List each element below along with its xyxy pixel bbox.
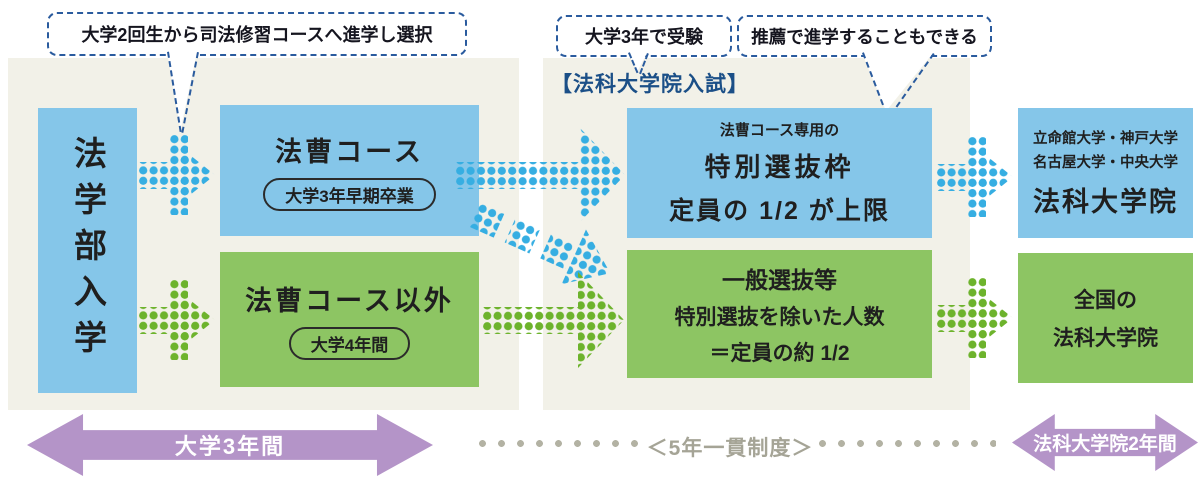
dot-arrow-law-course-to-general-icon (470, 202, 611, 285)
box-partner-line2: 名古屋大学・中央大学 (1033, 155, 1178, 171)
timeline-dotted-line-left (478, 439, 638, 448)
timeline-arrow-law-school: 法科大学院2年間 (1012, 414, 1198, 471)
box-partner-law-schools: 立命館大学・神戸大学 名古屋大学・中央大学 法科大学院 (1018, 108, 1193, 238)
box-other-course-title: 法曹コース以外 (245, 286, 454, 316)
box-special-selection: 法曹コース専用の 特別選抜枠 定員の 1/2 が上限 (627, 108, 932, 238)
timeline-arrow-university-label: 大学3年間 (174, 434, 286, 459)
box-national-line1: 全国の (1074, 289, 1137, 312)
box-law-course: 法曹コース 大学3年早期卒業 (220, 105, 479, 236)
timeline-arrow-university: 大学3年間 (27, 414, 433, 476)
box-law-faculty-entry: 法学部入学 (38, 108, 137, 393)
box-law-course-title: 法曹コース (275, 137, 424, 167)
box-partner-line3: 法科大学院 (1033, 187, 1178, 217)
box-national-line2: 法科大学院 (1053, 327, 1158, 350)
callout-course-selection: 大学2回生から司法修習コースへ進学し選択 (47, 12, 467, 56)
box-special-selection-line1: 法曹コース専用の (719, 122, 840, 139)
box-law-course-badge: 大学3年早期卒業 (263, 178, 436, 211)
box-other-course-badge: 大学4年間 (288, 327, 411, 360)
callout-recommendation-text: 推薦で進学することもできる (751, 26, 978, 47)
dot-arrow-general-to-national-icon (936, 278, 1013, 358)
dot-arrow-entry-to-other-course-icon (138, 280, 215, 360)
callout-course-selection-text: 大学2回生から司法修習コースへ進学し選択 (81, 25, 433, 45)
callout-recommendation: 推薦で進学することもできる (737, 15, 992, 57)
timeline-dotted-line-right (818, 439, 996, 448)
box-general-selection-line3: ＝定員の約 1/2 (709, 342, 850, 365)
callout-exam: 大学3年で受験 (556, 15, 732, 57)
dot-arrow-special-to-partner-icon (936, 137, 1013, 217)
dot-arrow-entry-to-law-course-icon (138, 135, 215, 215)
timeline-system-label: ＜5年一貫制度＞ (646, 437, 814, 460)
box-special-selection-line2: 特別選抜枠 (704, 152, 855, 182)
box-general-selection-line2: 特別選抜を除いた人数 (674, 306, 885, 329)
box-national-law-schools: 全国の 法科大学院 (1018, 253, 1193, 383)
box-other-course: 法曹コース以外 大学4年間 (220, 252, 479, 387)
box-partner-line1: 立命館大学・神戸大学 (1033, 131, 1178, 147)
timeline-arrow-law-school-label: 法科大学院2年間 (1033, 434, 1177, 455)
dot-arrow-other-course-to-general-icon (482, 272, 624, 368)
dot-arrow-law-course-to-special-icon (455, 127, 625, 223)
box-general-selection: 一般選抜等 特別選抜を除いた人数 ＝定員の約 1/2 (627, 250, 932, 378)
box-special-selection-line3: 定員の 1/2 が上限 (669, 197, 890, 225)
box-general-selection-line1: 一般選抜等 (722, 267, 837, 293)
box-law-faculty-entry-title: 法学部入学 (69, 135, 107, 366)
law-school-exam-heading: 【法科大学院入試】 (551, 73, 749, 96)
callout-exam-text: 大学3年で受験 (584, 27, 703, 47)
